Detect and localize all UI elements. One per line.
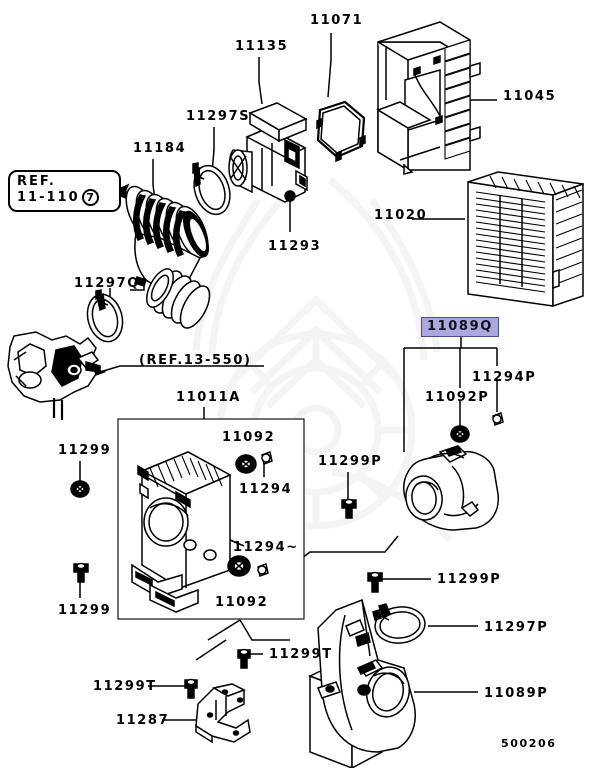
part-number-label: 500206	[501, 737, 557, 750]
part-number-label: (REF.13-550)	[139, 353, 252, 368]
part-number-label: 11299T	[93, 679, 157, 694]
part-number-label: 11293	[268, 239, 322, 254]
part-number-label: 11294~	[233, 540, 299, 555]
reference-box-number: 11-110	[17, 189, 80, 205]
reference-box: REF. 11-110 7	[8, 170, 121, 213]
part-number-label: 11135	[235, 39, 289, 54]
part-number-label: 11299T	[269, 647, 333, 662]
part-number-label: 11089P	[484, 686, 549, 701]
part-number-label: 11299	[58, 443, 112, 458]
part-number-label: 11071	[310, 13, 364, 28]
part-number-label: 11287	[116, 713, 170, 728]
part-number-label: 11294P	[472, 370, 537, 385]
part-number-label: 11299	[58, 603, 112, 618]
part-number-label: 11020	[374, 208, 428, 223]
part-number-label: 11297P	[484, 620, 549, 635]
part-number-label: 11297Q	[74, 276, 140, 291]
part-number-label-highlighted[interactable]: 11089Q	[421, 317, 499, 337]
part-number-label: 11092	[215, 595, 269, 610]
part-number-label: 11184	[133, 141, 187, 156]
part-number-label: 11294	[239, 482, 293, 497]
part-number-label: 11297S	[186, 109, 251, 124]
part-number-label: 11092	[222, 430, 276, 445]
reference-box-line2: 11-110 7	[17, 189, 113, 207]
part-number-label: 11299P	[318, 454, 383, 469]
part-number-label: 11011A	[176, 390, 241, 405]
part-number-label: 11299P	[437, 572, 502, 587]
part-number-label: 11092P	[425, 390, 490, 405]
part-number-label: 11045	[503, 89, 557, 104]
reference-box-circled-number: 7	[81, 189, 99, 207]
reference-box-line1: REF.	[17, 174, 56, 189]
